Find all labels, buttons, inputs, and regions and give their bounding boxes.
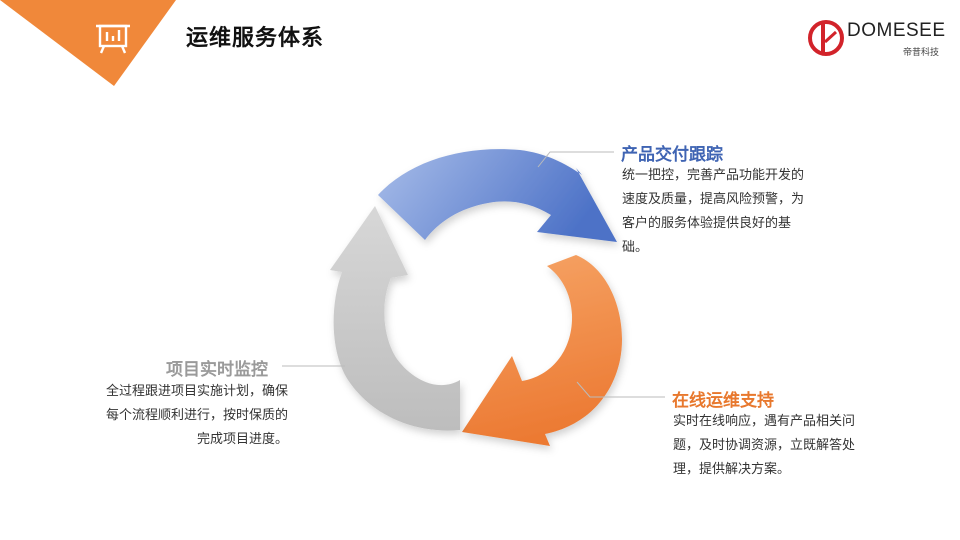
brand-logo-icon — [808, 20, 844, 56]
section-title-delivery: 产品交付跟踪 — [621, 145, 723, 165]
leader-line-delivery — [537, 151, 614, 168]
report-board-icon — [96, 24, 130, 54]
section-body-support: 实时在线响应，遇有产品相关问题，及时协调资源，立既解答处理，提供解决方案。 — [673, 414, 856, 477]
header-corner — [0, 0, 176, 86]
delivery-tracking-arrow — [378, 149, 617, 242]
section-body-monitoring: 全过程跟进项目实施计划，确保每个流程顺利进行，按时保质的完成项目进度。 — [105, 384, 288, 447]
logo-subtext: 帝昔科技 — [903, 48, 940, 58]
leader-line-support — [576, 381, 665, 398]
online-support-arrow — [462, 255, 623, 446]
page-title: 运维服务体系 — [186, 26, 325, 51]
section-body-delivery: 统一把控，完善产品功能开发的速度及质量，提高风险预警，为客户的服务体验提供良好的… — [622, 168, 805, 255]
section-title-monitoring: 项目实时监控 — [166, 360, 268, 380]
project-monitoring-arrow — [330, 206, 460, 431]
logo-text: DOMESEE — [847, 20, 946, 41]
section-title-support: 在线运维支持 — [672, 391, 774, 411]
